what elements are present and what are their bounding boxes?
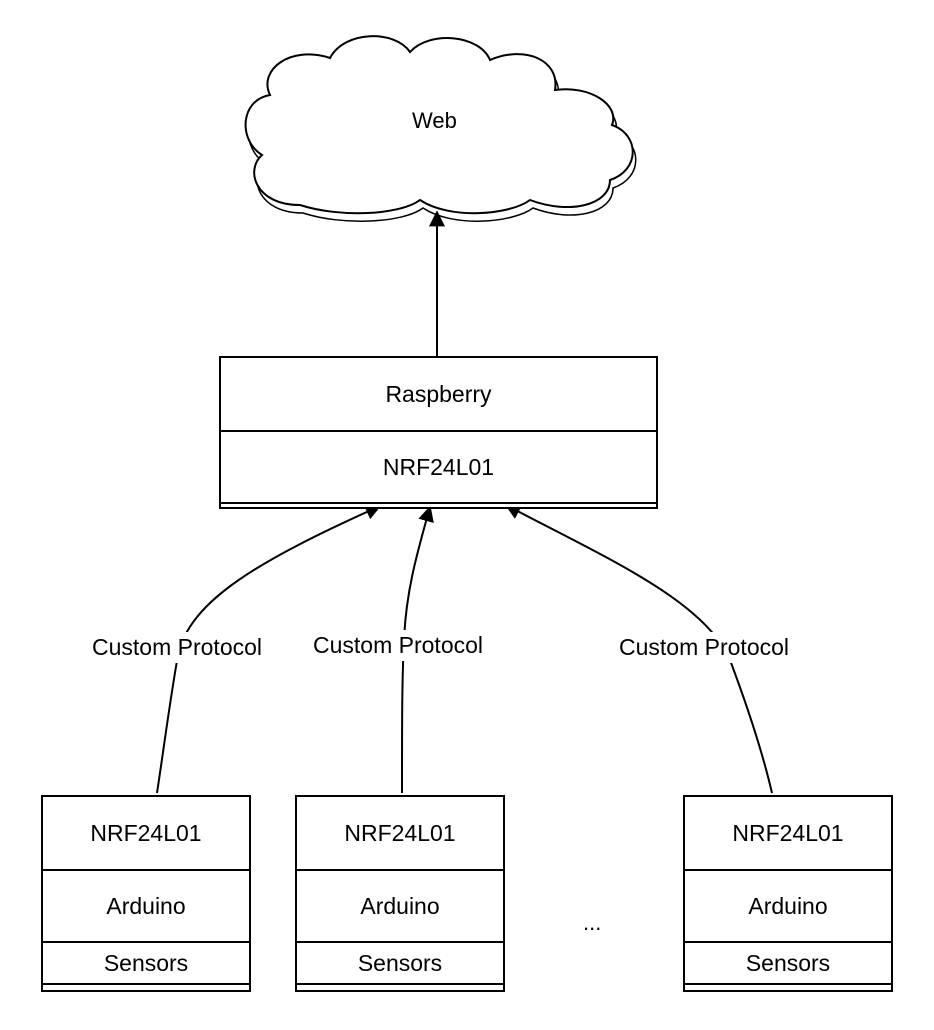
node-1-radio-label: NRF24L01 (90, 819, 202, 846)
hub-raspberry-cell: Raspberry (221, 358, 656, 430)
node-1-sensors-label: Sensors (103, 949, 189, 976)
hub-raspberry-label: Raspberry (385, 380, 492, 407)
node-1-baseline (43, 983, 249, 990)
node-2-board-label: Arduino (360, 892, 440, 919)
node-3-board-label: Arduino (748, 892, 828, 919)
more-nodes-ellipsis: ... (583, 910, 602, 935)
node-3-radio-label: NRF24L01 (732, 819, 844, 846)
node-3-radio-cell: NRF24L01 (685, 797, 891, 869)
node-2-radio-label: NRF24L01 (344, 819, 456, 846)
link-label-1: Custom Protocol (88, 632, 267, 663)
hub-baseline (221, 502, 656, 509)
node-2-sensors-label: Sensors (357, 949, 443, 976)
node-1-radio-cell: NRF24L01 (43, 797, 249, 869)
node-1-board-label: Arduino (106, 892, 186, 919)
node-3-baseline (685, 983, 891, 990)
node-3-sensors-label: Sensors (745, 949, 831, 976)
node-3-board-cell: Arduino (685, 869, 891, 941)
sensor-node-3: NRF24L01 Arduino Sensors (683, 795, 893, 992)
node-2-sensors-cell: Sensors (297, 941, 503, 983)
web-cloud-label: Web (412, 108, 457, 133)
node-2-baseline (297, 983, 503, 990)
node-3-sensors-cell: Sensors (685, 941, 891, 983)
link-label-2: Custom Protocol (309, 630, 488, 661)
hub-radio-label: NRF24L01 (382, 453, 495, 480)
node-1-board-cell: Arduino (43, 869, 249, 941)
raspberry-hub: Raspberry NRF24L01 (219, 356, 658, 509)
node-2-radio-cell: NRF24L01 (297, 797, 503, 869)
web-cloud-shape (244, 35, 637, 222)
node-1-sensors-cell: Sensors (43, 941, 249, 983)
node-2-board-cell: Arduino (297, 869, 503, 941)
sensor-node-1: NRF24L01 Arduino Sensors (41, 795, 251, 992)
sensor-node-2: NRF24L01 Arduino Sensors (295, 795, 505, 992)
link-label-3: Custom Protocol (615, 632, 794, 663)
hub-radio-cell: NRF24L01 (221, 430, 656, 502)
